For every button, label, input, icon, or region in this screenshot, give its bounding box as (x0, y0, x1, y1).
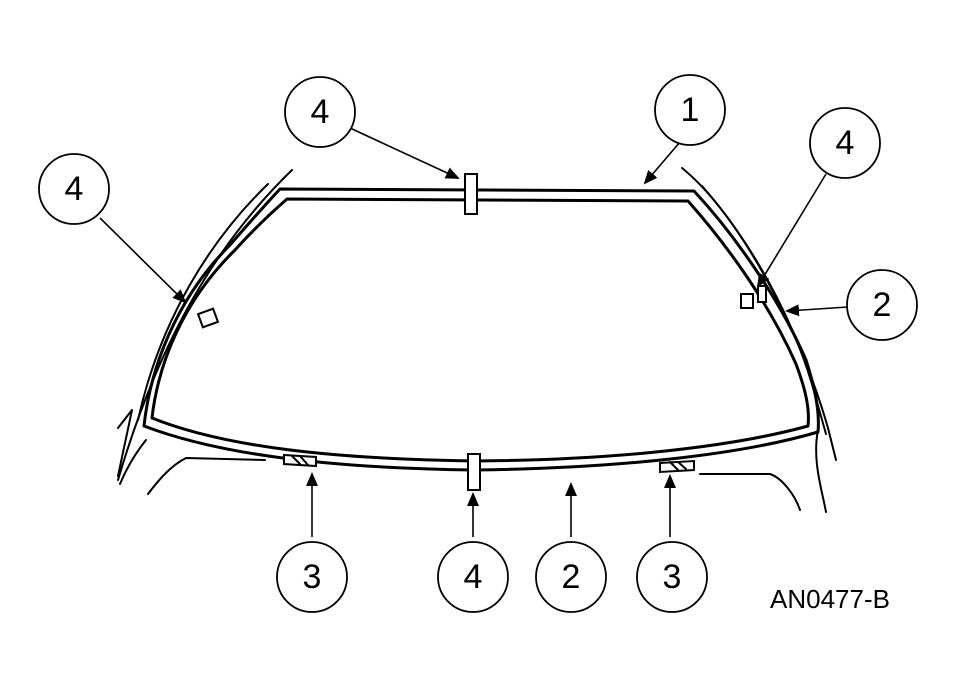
callout-4-bottom-label: 4 (464, 558, 483, 596)
callout-2-right: 2 (846, 269, 918, 341)
callout-1-label: 1 (681, 91, 700, 129)
windshield-glass-edge (150, 197, 810, 463)
cowl-clip-right-detail (669, 461, 687, 471)
callout-4-left: 4 (38, 153, 110, 225)
right-side-moulding (701, 185, 827, 435)
callout-2-bottom-label: 2 (562, 558, 581, 596)
callout-2-bottom: 2 (535, 541, 607, 613)
left-cowl-line (147, 457, 266, 495)
right-cowl-line (699, 473, 801, 511)
cowl-clip-left-detail (291, 455, 309, 466)
retainer-clip-right-upper (757, 285, 767, 303)
callout-4-bottom: 4 (437, 541, 509, 613)
right-a-pillar-outer-line (681, 167, 837, 461)
callout-3-right: 3 (636, 541, 708, 613)
callout-3-left-label: 3 (303, 558, 322, 596)
callout-3-right-label: 3 (663, 558, 682, 596)
callout-4-top-label: 4 (311, 93, 330, 131)
callout-4-left-label: 4 (65, 170, 84, 208)
right-a-pillar-stub (815, 429, 827, 513)
windshield-outer-moulding (142, 187, 820, 472)
leader-4-right (756, 173, 827, 288)
left-side-moulding (137, 183, 269, 421)
leader-4-left (99, 217, 187, 304)
callout-1: 1 (654, 74, 726, 146)
callout-4-right: 4 (809, 107, 881, 179)
retainer-clip-bottom (467, 453, 481, 491)
left-fender-line (119, 439, 147, 485)
left-a-pillar-stub (117, 409, 133, 477)
leader-2-right (785, 304, 849, 317)
figure-id-label: AN0477-B (770, 584, 890, 614)
callout-4-right-label: 4 (836, 124, 855, 162)
callout-4-top: 4 (284, 76, 356, 148)
retainer-clip-right (740, 293, 754, 309)
retainer-clip-left (196, 307, 220, 329)
leader-4-top (349, 127, 460, 179)
cowl-clip-left (283, 453, 317, 468)
callout-3-left: 3 (276, 541, 348, 613)
retainer-clip-top (464, 173, 478, 215)
leader-1 (643, 141, 681, 185)
callout-2-right-label: 2 (873, 286, 892, 324)
